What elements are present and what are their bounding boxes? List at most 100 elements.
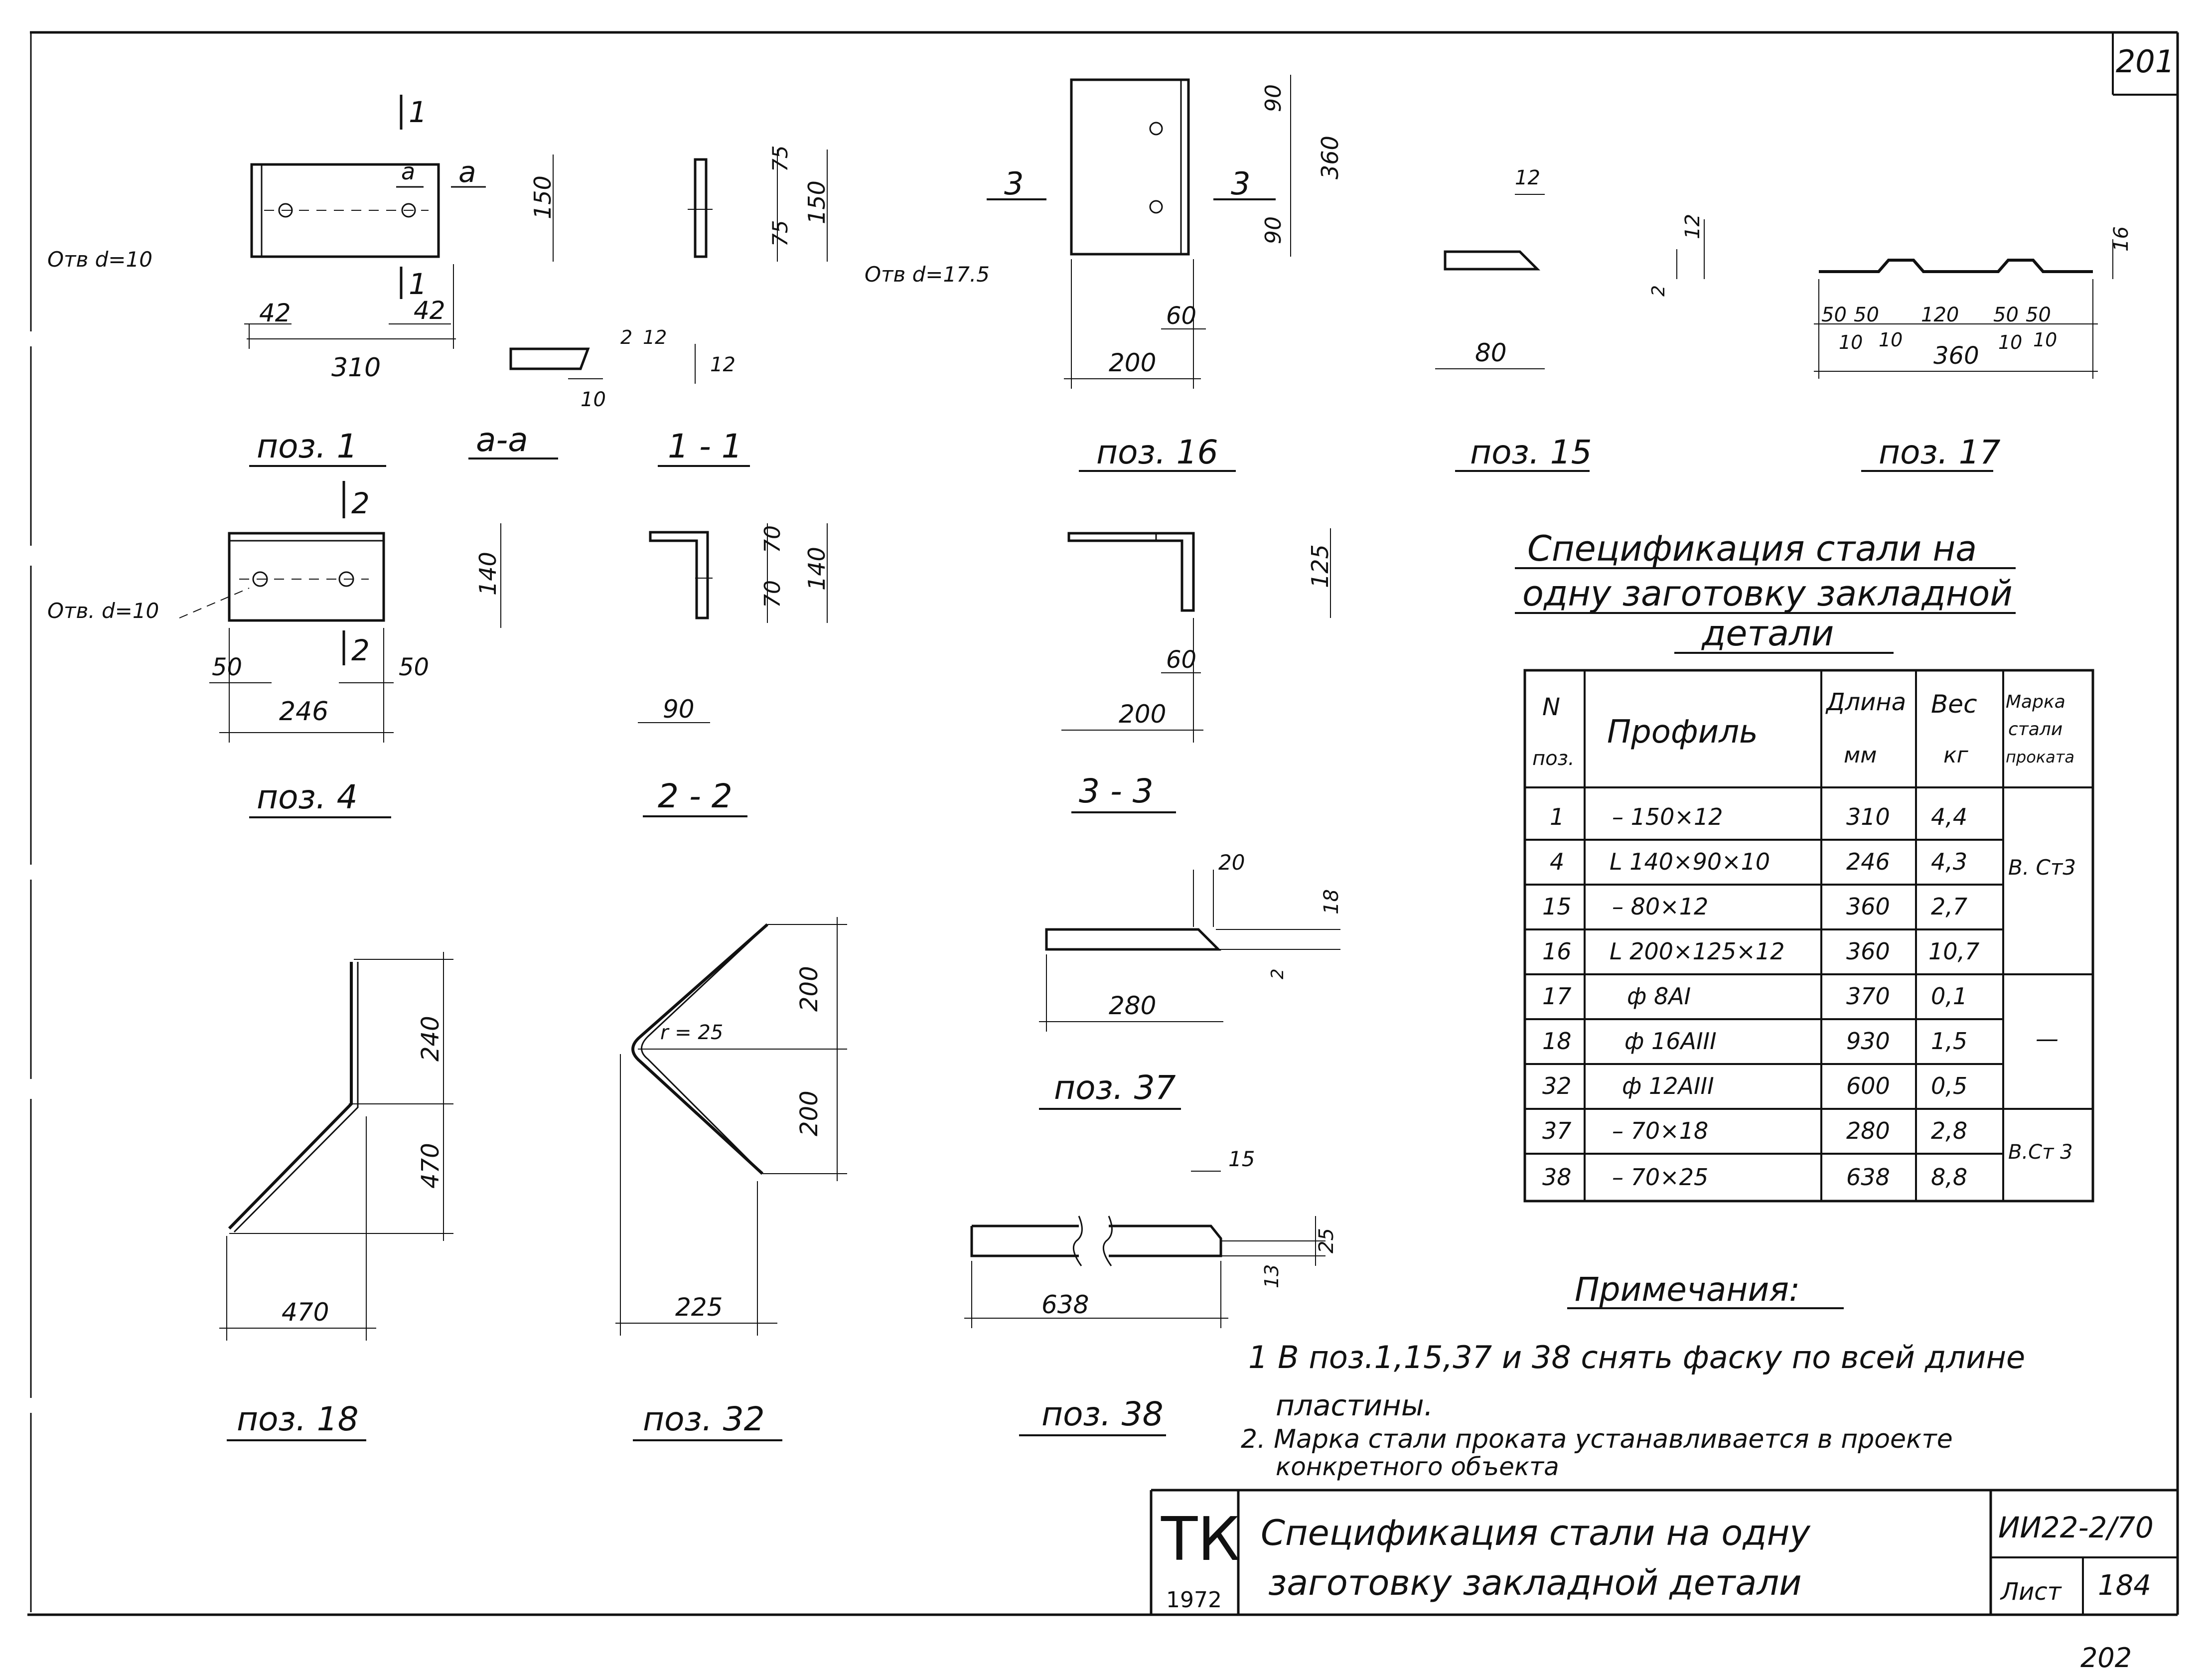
sheet-frame <box>27 31 2179 1616</box>
lower-page-number: 202 <box>2080 1642 2132 1674</box>
spec-row-profile: ф 16AIII <box>1624 1028 1717 1055</box>
s33-dim-200: 200 <box>1119 700 1166 729</box>
s11-dim-150: 150 <box>803 180 830 224</box>
poz32-dim-200a: 200 <box>795 966 823 1012</box>
note-1: 1 В поз.1,15,37 и 38 снять фаску по всей… <box>1248 1339 2025 1375</box>
sheet-number: 201 <box>2116 43 2175 80</box>
notes: Примечания: 1 В поз.1,15,37 и 38 снять ф… <box>1241 1270 2025 1481</box>
spec-row-profile: – 150×12 <box>1612 803 1723 830</box>
poz17-title: поз. 17 <box>1879 433 2001 471</box>
spec-row-18: 18 ф 16AIII 930 1,5 <box>1542 1028 1967 1055</box>
poz1-dim-edge-right: 42 <box>414 296 445 325</box>
spec-row-weight: 2,7 <box>1931 893 1967 920</box>
poz17-dim-10a: 10 <box>1839 331 1863 353</box>
poz38-dim-25: 25 <box>1315 1228 1338 1253</box>
spec-row-37: 37 – 70×18 280 2,8 <box>1542 1117 1967 1144</box>
spec-row-17: 17 ф 8AI 370 0,1 <box>1542 983 1967 1010</box>
spec-header-grade-2: стали <box>2008 719 2062 740</box>
spec-header-num-2: поз. <box>1532 747 1575 770</box>
poz18-dim-470v: 470 <box>417 1143 444 1189</box>
spec-row-pos: 16 <box>1542 938 1572 965</box>
note-2: 2. Марка стали проката устанавливается в… <box>1241 1424 1953 1454</box>
poz4-dim-246: 246 <box>279 697 328 727</box>
poz17-dim-120: 120 <box>1921 304 1959 326</box>
spec-header-profile: Профиль <box>1607 714 1758 751</box>
spec-grade-group2: — <box>2036 1025 2059 1052</box>
poz15-dim-80: 80 <box>1475 338 1507 367</box>
cut-mark-1-top: 1 <box>409 95 427 129</box>
spec-row-weight: 1,5 <box>1931 1028 1967 1055</box>
spec-title: Спецификация стали на одну заготовку зак… <box>1515 528 2016 654</box>
section-11-title: 1 - 1 <box>668 427 742 465</box>
poz18-dim-240: 240 <box>417 1016 444 1062</box>
poz38-dim-13: 13 <box>1261 1264 1283 1288</box>
aa-dim-12a: 12 <box>643 326 667 348</box>
drawing-section-33: 125 60 200 3 - 3 <box>1061 528 1333 813</box>
spec-row-weight: 4,3 <box>1931 848 1967 875</box>
spec-row-1: 1 – 150×12 310 4,4 <box>1550 803 1967 830</box>
poz37-dim-280: 280 <box>1109 991 1156 1020</box>
title-block: ТК 1972 Спецификация стали на одну загот… <box>1150 1489 2178 1615</box>
poz15-dim-12a: 12 <box>1515 166 1540 189</box>
spec-row-profile: ф 8AI <box>1627 983 1691 1010</box>
title-block-year: 1972 <box>1166 1587 1222 1613</box>
title-block-line1: Спецификация стали на одну <box>1261 1513 1811 1553</box>
poz16-title: поз. 16 <box>1096 433 1218 471</box>
drawing-poz1: 1 1 a a Отв d=10 150 310 42 42 поз. 1 <box>47 95 556 467</box>
spec-row-pos: 32 <box>1542 1072 1572 1099</box>
poz4-dim-50-left: 50 <box>212 653 242 681</box>
s22-dim-90: 90 <box>663 695 695 724</box>
spec-row-profile: L 200×125×12 <box>1610 938 1784 965</box>
spec-row-15: 15 – 80×12 360 2,7 <box>1542 893 1967 920</box>
spec-row-pos: 18 <box>1542 1028 1572 1055</box>
spec-row-length: 638 <box>1846 1164 1890 1191</box>
spec-row-profile: ф 12AIII <box>1622 1072 1714 1099</box>
section-33-title: 3 - 3 <box>1079 772 1154 810</box>
drawing-poz18: 240 470 470 поз. 18 <box>219 952 453 1441</box>
poz32-dim-200b: 200 <box>795 1090 823 1136</box>
drawing-poz38: 15 25 13 638 поз. 38 <box>964 1147 1338 1436</box>
poz17-dim-50c: 50 <box>1993 304 2019 326</box>
notes-title: Примечания: <box>1575 1270 1800 1309</box>
poz4-dim-140: 140 <box>474 552 501 596</box>
poz15-title: поз. 15 <box>1470 433 1592 471</box>
drawing-poz17: 50 50 120 50 50 10 10 10 10 360 16 поз. … <box>1814 226 2133 472</box>
drawing-section-aa: 10 2 12 12 a-a <box>468 326 736 459</box>
spec-row-weight: 8,8 <box>1931 1164 1967 1191</box>
spec-table: N поз. Профиль Длина мм Вес кг Марка ста… <box>1523 669 2094 1203</box>
poz38-title: поз. 38 <box>1041 1395 1164 1433</box>
spec-row-profile: – 70×18 <box>1612 1117 1708 1144</box>
spec-header-grade-1: Марка <box>2006 692 2065 712</box>
poz37-dim-18: 18 <box>1320 889 1343 915</box>
poz16-dim-200: 200 <box>1109 348 1156 377</box>
s22-dim-140: 140 <box>803 547 830 591</box>
poz4-title: поз. 4 <box>257 778 358 816</box>
section-aa-title: a-a <box>476 421 528 459</box>
drawing-poz37: 20 18 2 280 поз. 37 <box>1039 850 1343 1110</box>
poz1-dim-height: 150 <box>529 175 556 219</box>
title-block-line2: заготовку закладной детали <box>1268 1562 1802 1603</box>
poz37-dim-2: 2 <box>1268 968 1288 979</box>
s11-dim-75a: 75 <box>768 146 792 172</box>
drawing-poz15: 12 12 2 80 поз. 15 <box>1435 166 1705 472</box>
s33-dim-60: 60 <box>1166 646 1196 674</box>
poz16-cut-mark-left: 3 <box>1004 165 1024 202</box>
spec-row-length: 360 <box>1846 938 1890 965</box>
drawing-section-22: 70 70 140 90 2 - 2 <box>638 523 830 817</box>
s22-dim-70a: 70 <box>760 525 785 553</box>
title-block-org: ТК <box>1161 1505 1240 1574</box>
s11-dim-75b: 75 <box>768 220 792 247</box>
poz38-dim-15: 15 <box>1228 1147 1255 1171</box>
spec-row-weight: 2,8 <box>1931 1117 1967 1144</box>
section-mark-a: a <box>458 155 476 189</box>
spec-row-pos: 17 <box>1542 983 1572 1010</box>
spec-row-profile: – 80×12 <box>1612 893 1708 920</box>
poz17-dim-10b: 10 <box>1879 329 1903 351</box>
drawing-section-11: 75 75 150 1 - 1 <box>658 146 830 467</box>
aa-dim-12b: 12 <box>710 353 736 376</box>
spec-header-length-2: мм <box>1844 743 1877 768</box>
spec-row-weight: 4,4 <box>1931 803 1967 830</box>
note-1-cont: пластины. <box>1276 1388 1433 1422</box>
poz15-dim-2: 2 <box>1648 285 1669 297</box>
